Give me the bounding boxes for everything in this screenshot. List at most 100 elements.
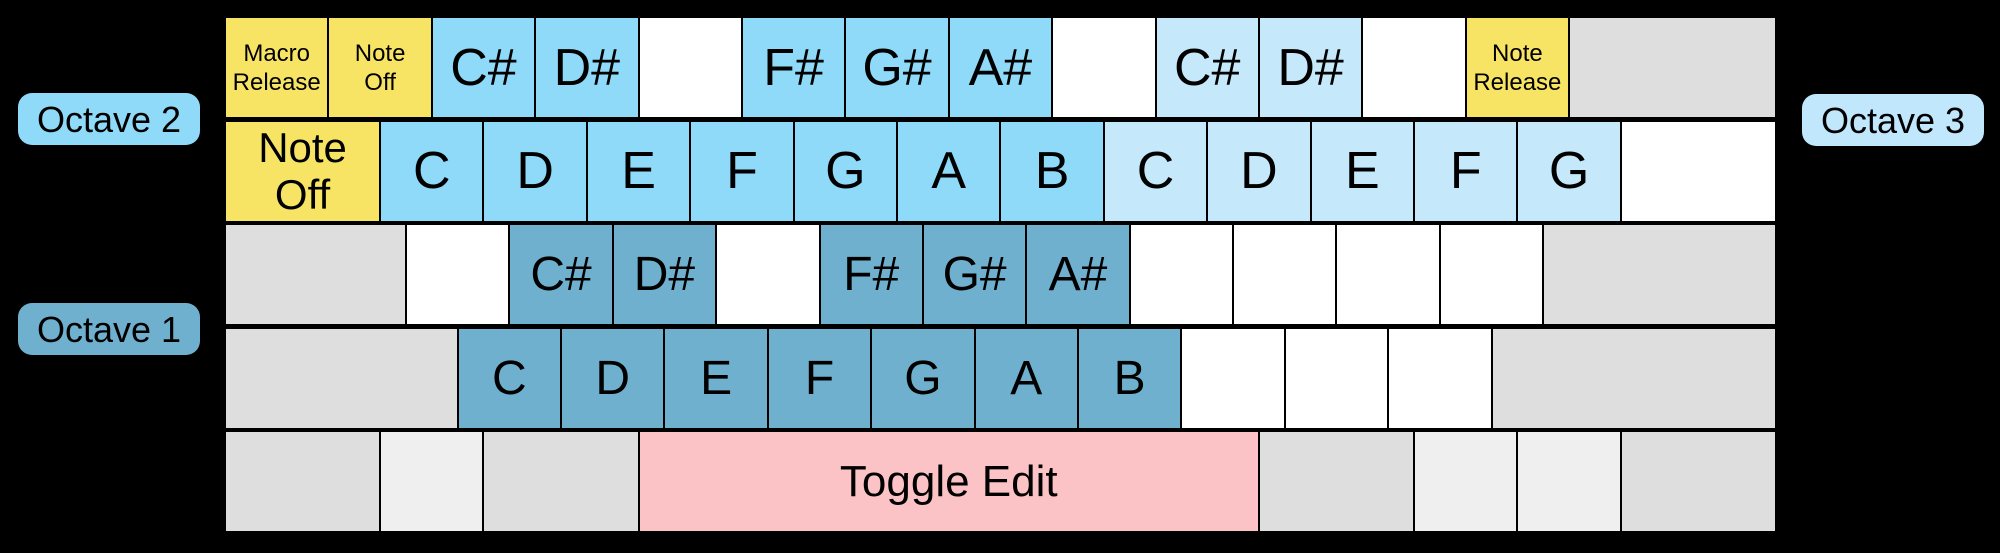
key-label: D# [553,38,621,97]
key-b-oct1[interactable]: B [1077,327,1182,429]
key-modifier-blank[interactable] [1569,17,1776,118]
key-modifier-blank[interactable] [1543,224,1776,325]
key-label: G# [942,248,1007,301]
key-blank[interactable] [1620,120,1776,222]
key-modifier-blank[interactable] [225,224,406,325]
key-e-oct2[interactable]: E [586,120,691,222]
key-modifier-blank[interactable] [225,327,458,429]
key-label: B [1034,142,1070,200]
bottom-row: Toggle Edit [225,431,1776,532]
key-b-oct2[interactable]: B [1000,120,1104,222]
key-label: Macro [243,39,311,67]
key-e-oct3[interactable]: E [1310,120,1414,222]
key-label: Note [258,124,347,171]
key-d-sharp-oct3[interactable]: D# [1258,17,1363,118]
key-c-sharp-oct3[interactable]: C# [1155,17,1259,118]
key-f-sharp-oct1[interactable]: F# [819,224,923,325]
key-label: F# [843,248,900,301]
key-d-oct2[interactable]: D [483,120,587,222]
key-label: D [595,351,631,405]
key-blank[interactable] [1284,327,1389,429]
key-a-oct2[interactable]: A [897,120,1001,222]
octave-2-badge: Octave 2 [18,93,201,145]
key-label: D# [1277,38,1344,97]
key-modifier-blank[interactable] [1620,431,1776,532]
key-label: C# [530,248,592,301]
key-modifier-blank[interactable] [483,431,639,532]
key-label: F [804,351,835,405]
key-blank[interactable] [405,224,510,325]
key-label: E [700,351,733,405]
key-d-oct3[interactable]: D [1207,120,1311,222]
key-c-sharp-oct2[interactable]: C# [431,17,536,118]
key-label: Release [232,68,321,96]
key-label: G [904,351,942,405]
key-blank[interactable] [1181,327,1285,429]
key-label: D [1240,142,1278,200]
key-a-oct1[interactable]: A [974,327,1078,429]
key-label: Off [274,171,331,218]
key-label: Off [364,68,396,96]
key-label: Note [1492,39,1543,67]
key-blank[interactable] [1336,224,1440,325]
key-c-sharp-oct1[interactable]: C# [509,224,613,325]
key-e-oct1[interactable]: E [664,327,768,429]
key-c-oct2[interactable]: C [380,120,484,222]
key-blank[interactable] [1388,327,1492,429]
key-d-sharp-oct1[interactable]: D# [612,224,717,325]
key-d-sharp-oct2[interactable]: D# [535,17,639,118]
key-blank[interactable] [1129,224,1234,325]
key-label: A# [1048,248,1108,301]
key-label: G# [862,38,932,97]
key-modifier-blank[interactable] [1258,431,1415,532]
key-blank[interactable] [1052,17,1156,118]
key-a-sharp-oct2[interactable]: A# [948,17,1053,118]
key-label: C [1136,142,1175,200]
key-f-oct1[interactable]: F [767,327,872,429]
key-g-sharp-oct2[interactable]: G# [845,17,949,118]
key-blank[interactable] [1233,224,1337,325]
key-label: A# [968,38,1033,97]
key-c-oct1[interactable]: C [457,327,562,429]
key-modifier-blank[interactable] [1491,327,1776,429]
key-modifier-light[interactable] [1414,431,1518,532]
key-label: E [1344,142,1380,200]
key-modifier-light[interactable] [1517,431,1621,532]
key-a-sharp-oct1[interactable]: A# [1026,224,1130,325]
key-blank[interactable] [638,17,742,118]
key-label: A [1010,351,1043,405]
key-modifier-blank[interactable] [225,431,381,532]
key-f-sharp-oct2[interactable]: F# [741,17,846,118]
key-g-oct1[interactable]: G [871,327,975,429]
key-f-oct2[interactable]: F [690,120,794,222]
key-blank[interactable] [1439,224,1544,325]
key-g-sharp-oct1[interactable]: G# [922,224,1027,325]
key-label: B [1113,351,1146,405]
octave-3-badge: Octave 3 [1802,94,1985,146]
key-label: F [1449,142,1482,200]
key-label: Toggle Edit [839,456,1058,506]
key-c-oct3[interactable]: C [1103,120,1208,222]
key-g-oct3[interactable]: G [1517,120,1621,222]
key-modifier-light[interactable] [380,431,484,532]
key-f-oct3[interactable]: F [1414,120,1518,222]
key-g-oct2[interactable]: G [793,120,898,222]
octave-1-badge: Octave 1 [18,303,201,355]
home-row: C# D# F# G# A# [225,224,1776,325]
key-toggle-edit[interactable]: Toggle Edit [638,431,1259,532]
key-blank[interactable] [716,224,820,325]
key-label: D# [633,248,696,301]
key-blank[interactable] [1362,17,1466,118]
key-label: C# [450,38,517,97]
key-label: F [726,142,758,200]
key-d-oct1[interactable]: D [561,327,665,429]
